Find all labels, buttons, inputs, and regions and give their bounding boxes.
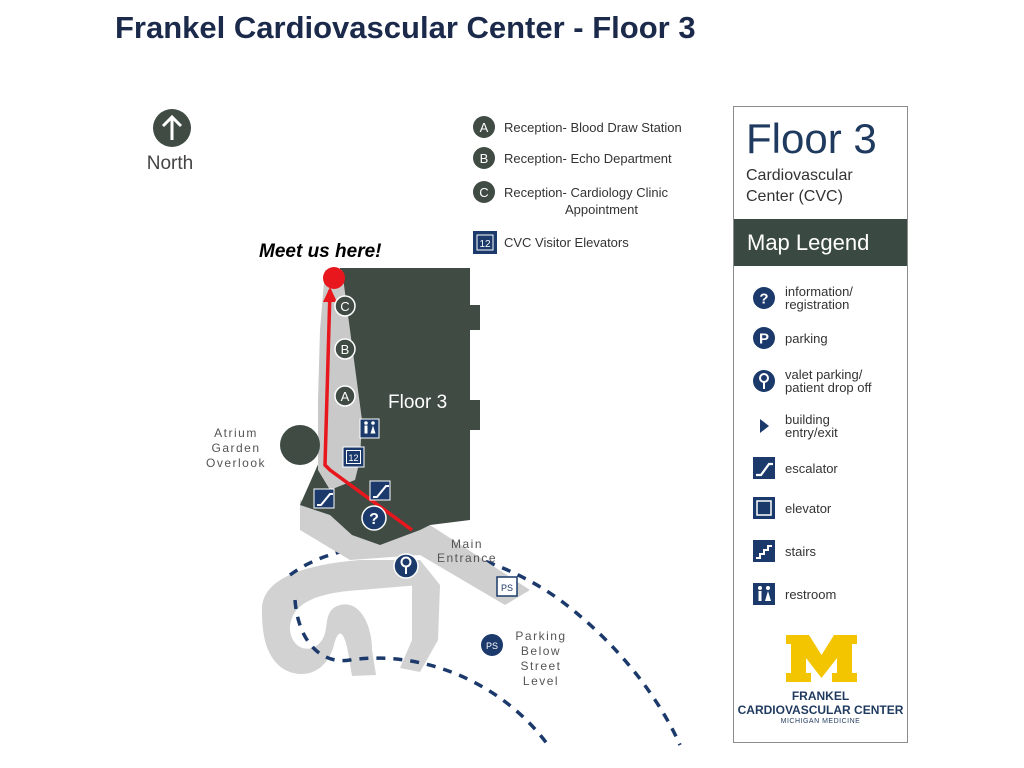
michigan-logo: FRANKEL CARDIOVASCULAR CENTER MICHIGAN M… [734,627,907,737]
svg-text:Level: Level [523,674,559,688]
svg-text:Atrium: Atrium [214,426,258,440]
parking-structure-label: PS [486,641,498,651]
atrium-garden [280,425,320,465]
parking-structure-icon: PS [496,576,518,597]
atrium-label: Atrium Garden Overlook [206,426,266,470]
svg-text:C: C [479,185,488,200]
legend-item-entry: building entry/exit [752,413,838,439]
escalator-icon [313,488,335,509]
block-m-logo-icon [786,635,857,682]
legend-item-stairs: stairs [752,539,816,563]
reception-b-letter: B [341,342,350,357]
driveway-loop [261,560,420,676]
legend-floor-title: Floor 3 [746,115,877,162]
reception-c-letter: C [340,299,349,314]
information-icon: ? [361,505,387,531]
svg-text:Garden: Garden [211,441,260,455]
parking-boundary-inner [293,599,550,747]
north-label: North [147,153,193,174]
svg-text:Street: Street [520,659,561,673]
svg-text:?: ? [369,511,379,528]
svg-text:Entrance: Entrance [437,551,497,565]
parking-structure-label: PS [501,583,513,593]
reception-key-c: C Reception- Cardiology Clinic Appointme… [473,181,669,217]
svg-text:Reception- Cardiology Clinic: Reception- Cardiology Clinic [504,185,669,200]
escalator-icon [752,456,776,480]
legend-subtitle: Cardiovascular Center (CVC) [746,167,853,205]
elevator-number: 12 [348,453,358,463]
legend-item-information: ? information/ registration [752,285,853,311]
legend-item-escalator: escalator [752,456,838,480]
reception-key: A Reception- Blood Draw Station B Recept… [473,116,682,254]
elevator-icon: 12 [342,446,365,468]
legend-item-valet: valet parking/ patient drop off [752,368,872,394]
parking-structure-icon: PS [481,634,503,656]
svg-text:Main: Main [451,537,483,551]
main-entrance-label: Main Entrance [437,537,497,565]
svg-text:Reception- Echo Department: Reception- Echo Department [504,151,672,166]
legend-header: Map Legend [734,219,907,266]
svg-text:A: A [480,120,489,135]
reception-c-marker: C [334,295,356,317]
svg-text:Reception- Blood Draw Station: Reception- Blood Draw Station [504,120,682,135]
page-title: Frankel Cardiovascular Center - Floor 3 [115,10,696,45]
reception-a-letter: A [341,389,350,404]
parking-icon: P [752,326,776,350]
legend-item-parking: P parking [752,326,828,350]
meet-us-here-label: Meet us here! [259,241,381,262]
meeting-point-marker [323,267,345,289]
elevator-icon [752,496,776,520]
building-entry-icon [752,414,776,438]
escalator-icon [369,480,391,501]
legend-item-elevator: elevator [752,496,831,520]
restroom-icon [752,582,776,606]
svg-text:Below: Below [521,644,561,658]
reception-key-elevators: 12 CVC Visitor Elevators [473,231,629,254]
svg-text:?: ? [759,291,768,308]
svg-text:B: B [480,151,489,166]
legend-item-restroom: restroom [752,582,836,606]
north-arrow-icon [153,109,191,147]
svg-text:Parking: Parking [515,629,566,643]
parking-below-label: Parking Below Street Level [515,629,566,688]
floor-label: Floor 3 [388,392,447,413]
route-arrowhead [323,287,337,302]
valet-parking-icon [393,553,419,579]
reception-a-marker: A [334,385,356,407]
svg-text:Overlook: Overlook [206,456,266,470]
driveway-right [400,560,440,672]
reception-key-a: A Reception- Blood Draw Station [473,116,682,138]
information-icon: ? [752,286,776,310]
svg-text:Appointment: Appointment [565,202,638,217]
reception-key-b: B Reception- Echo Department [473,147,672,169]
valet-parking-icon [752,369,776,393]
svg-text:P: P [759,331,769,348]
map-legend-panel: Floor 3 Cardiovascular Center (CVC) Map … [733,106,908,743]
restroom-icon [359,418,380,439]
reception-b-marker: B [334,338,356,360]
svg-text:CVC Visitor Elevators: CVC Visitor Elevators [504,235,629,250]
stairs-icon [752,539,776,563]
svg-text:12: 12 [479,239,491,250]
